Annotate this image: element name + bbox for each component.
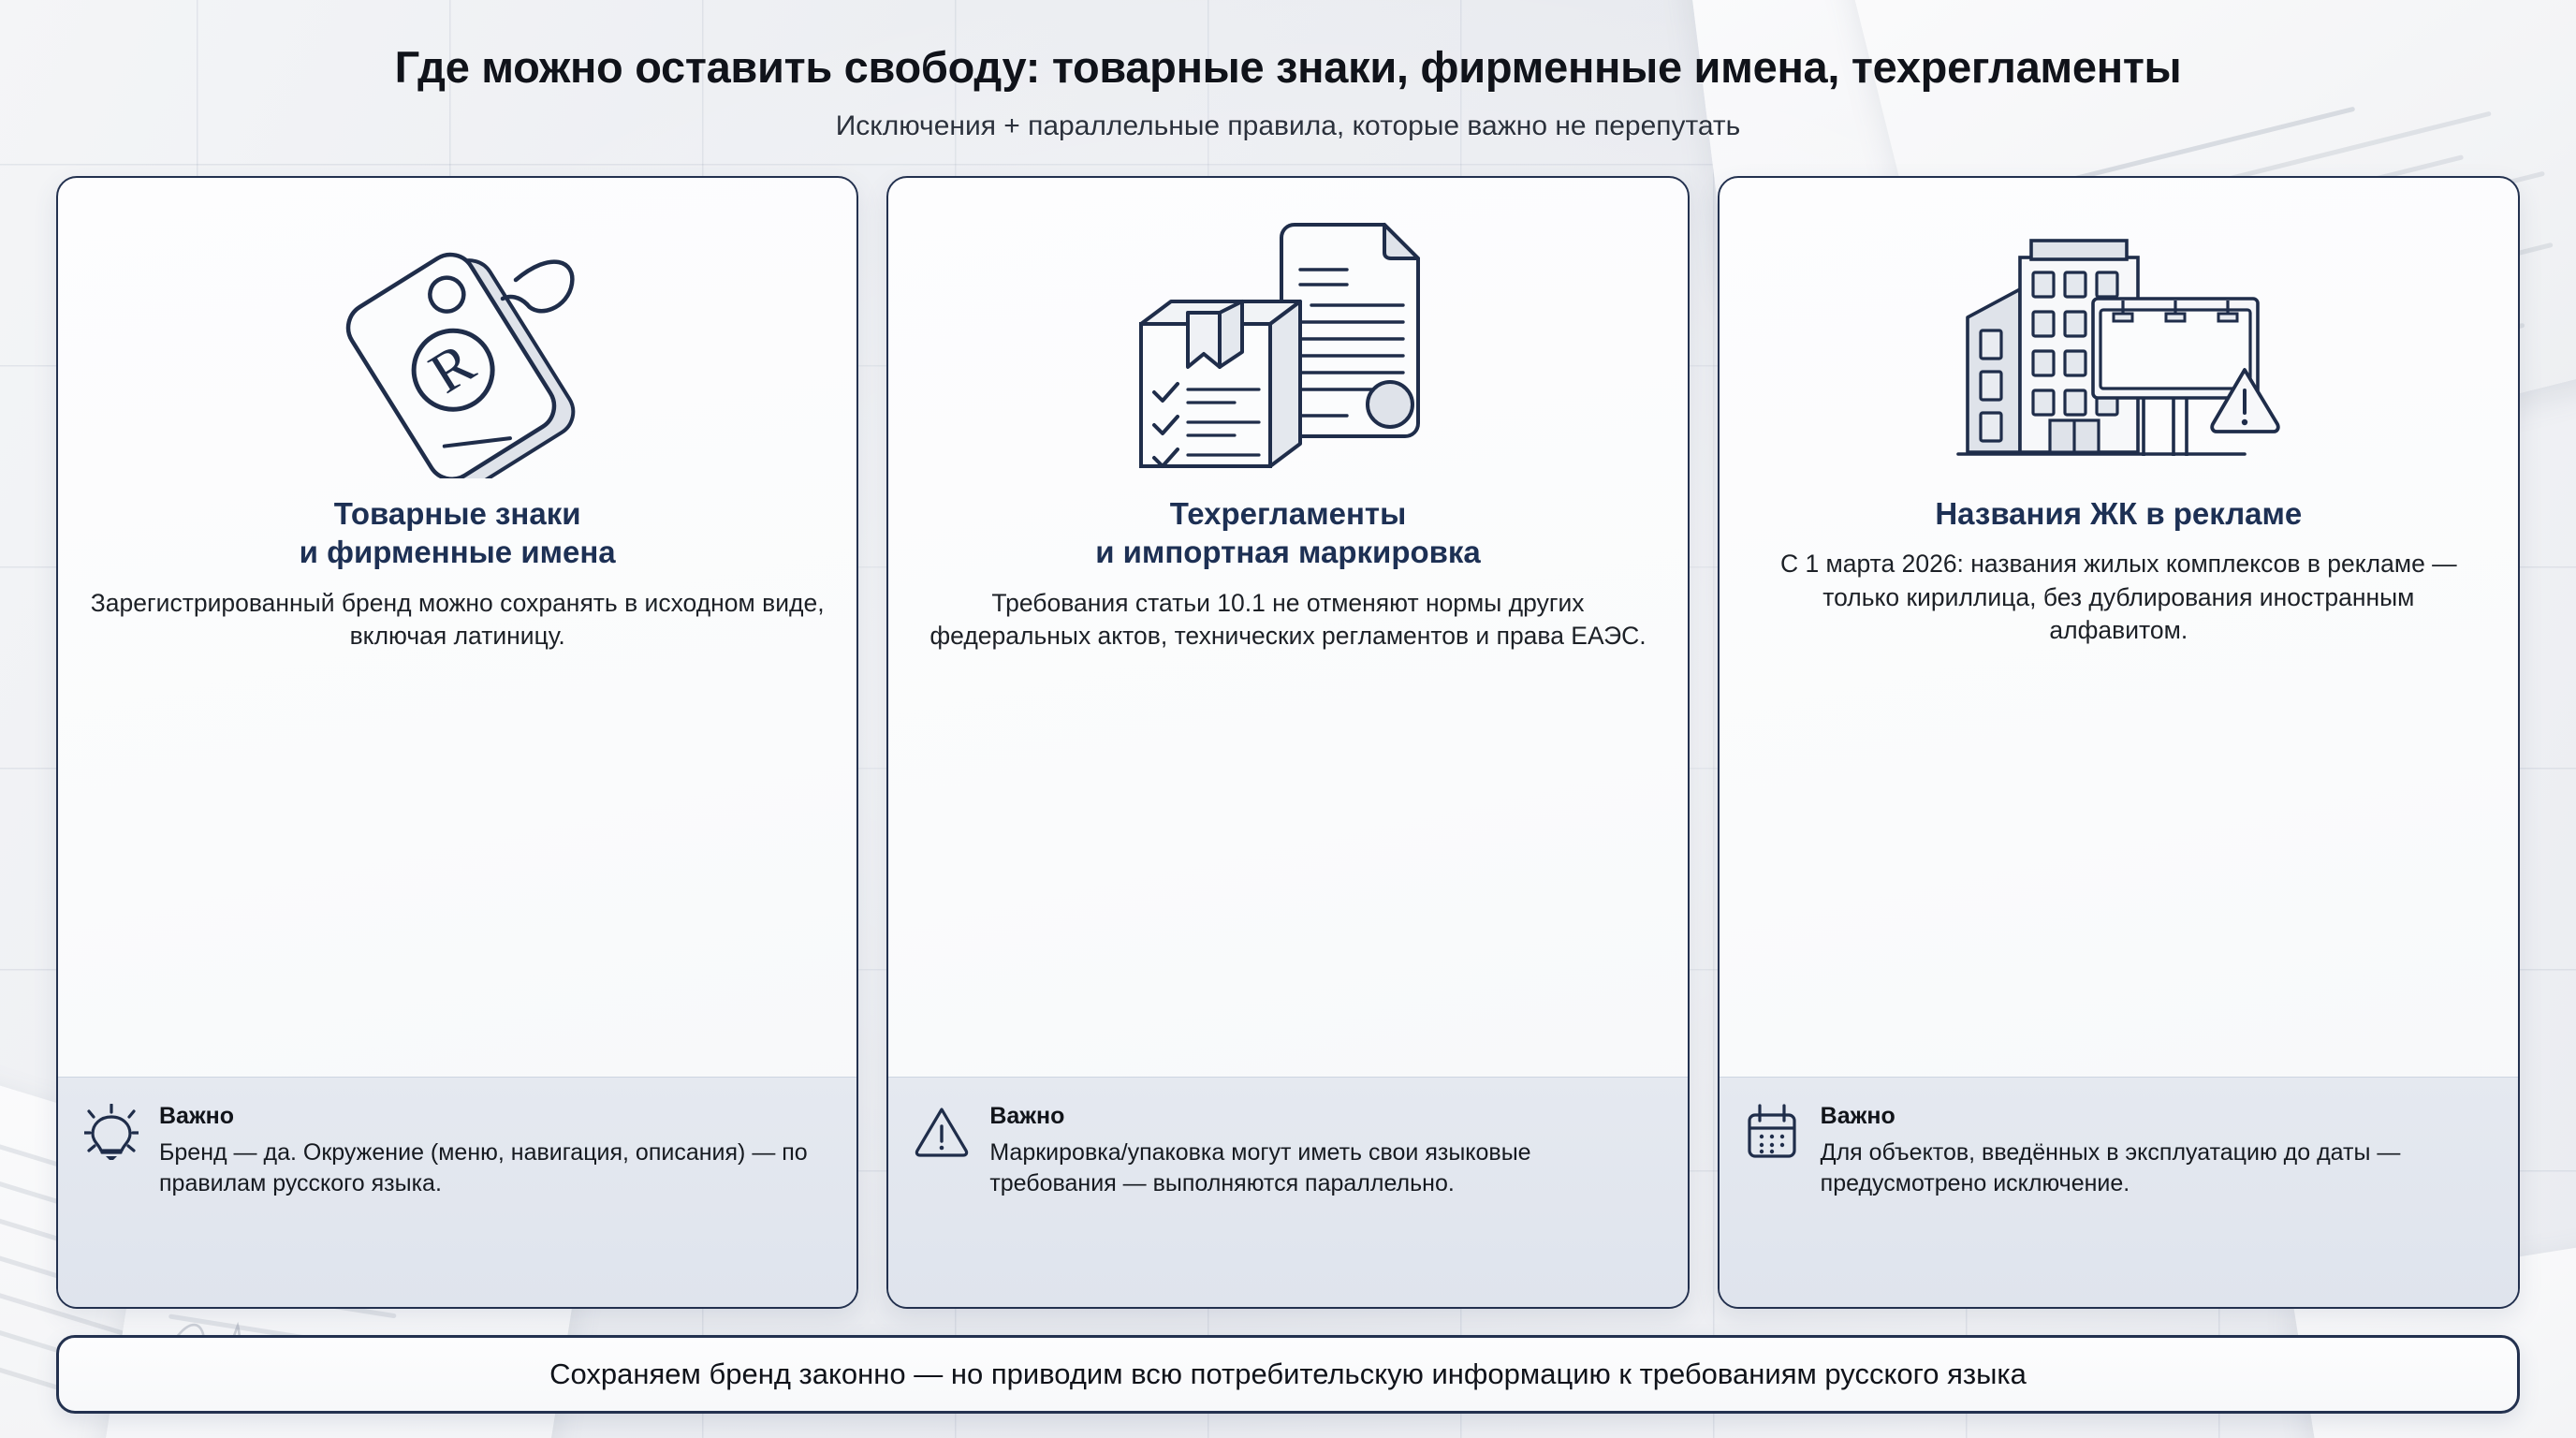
card-body: Требования статьи 10.1 не отменяют нормы…: [929, 588, 1647, 651]
page-subtitle: Исключения + параллельные правила, котор…: [835, 110, 1741, 141]
card-illustration: [920, 202, 1655, 483]
card-content: R Товарные знаки и фирменные имена Зарег…: [58, 178, 856, 1077]
card-content: Техрегламенты и импортная маркировка Тре…: [888, 178, 1687, 1077]
card-note-text-block: Важно Для объектов, введённых в эксплуат…: [1821, 1102, 2490, 1200]
card-title: Техрегламенты и импортная маркировка: [1095, 494, 1481, 572]
card-content: Названия ЖК в рекламе С 1 марта 2026: на…: [1720, 178, 2518, 1077]
card-note-label: Важно: [1820, 1103, 1895, 1129]
card-note-description: Бренд — да. Окружение (меню, навигация, …: [159, 1139, 808, 1197]
card-title: Товарные знаки и фирменные имена: [300, 494, 616, 572]
warning-triangle-icon: [915, 1102, 971, 1158]
card-note: Важно Для объектов, введённых в эксплуат…: [1719, 1077, 2518, 1307]
card-note: Важно Маркировка/упаковка могут иметь св…: [888, 1077, 1688, 1307]
card-note-text-block: Важно Маркировка/упаковка могут иметь св…: [989, 1102, 1659, 1200]
card-note-description: Маркировка/упаковка могут иметь свои язы…: [989, 1139, 1531, 1197]
cards-grid: R Товарные знаки и фирменные имена Зарег…: [56, 175, 2520, 1309]
card-residential-complex-names[interactable]: Названия ЖК в рекламе С 1 марта 2026: на…: [1717, 175, 2520, 1309]
card-tech-regulations[interactable]: Техрегламенты и импортная маркировка Тре…: [886, 175, 1690, 1309]
card-note-description: Для объектов, введённых в эксплуатацию д…: [1820, 1139, 2401, 1197]
card-title-line1: Товарные знаки: [333, 495, 581, 531]
price-tag-registered-icon: R: [345, 252, 575, 478]
card-illustration: [1751, 202, 2486, 483]
card-body: Зарегистрированный бренд можно сохранять…: [90, 588, 825, 651]
card-trademarks[interactable]: R Товарные знаки и фирменные имена Зарег…: [56, 175, 859, 1309]
card-title-line1: Техрегламенты: [1169, 495, 1407, 531]
card-illustration: R: [90, 202, 825, 483]
header: Где можно оставить свободу: товарные зна…: [56, 43, 2520, 142]
card-note-label: Важно: [989, 1103, 1065, 1129]
building-billboard-warning-icon: [1956, 238, 2280, 456]
card-note-label: Важно: [159, 1103, 235, 1129]
summary-banner-text: Сохраняем бренд законно — но приводим вс…: [549, 1357, 2027, 1390]
page-title: Где можно оставить свободу: товарные зна…: [394, 42, 2182, 92]
lightbulb-icon: [84, 1102, 140, 1162]
card-note: Важно Бренд — да. Окружение (меню, навиг…: [58, 1077, 857, 1307]
card-title-line1: Названия ЖК в рекламе: [1935, 495, 2303, 531]
summary-banner: Сохраняем бренд законно — но приводим вс…: [56, 1335, 2520, 1414]
box-certificate-icon: [1138, 222, 1420, 468]
card-note-text-block: Важно Бренд — да. Окружение (меню, навиг…: [159, 1102, 828, 1200]
card-title: Названия ЖК в рекламе: [1935, 494, 2302, 534]
card-body: С 1 марта 2026: названия жилых комплексо…: [1779, 550, 2457, 645]
calendar-icon: [1746, 1102, 1802, 1160]
card-title-line2: и импортная маркировка: [1095, 535, 1481, 570]
card-title-line2: и фирменные имена: [299, 535, 616, 570]
